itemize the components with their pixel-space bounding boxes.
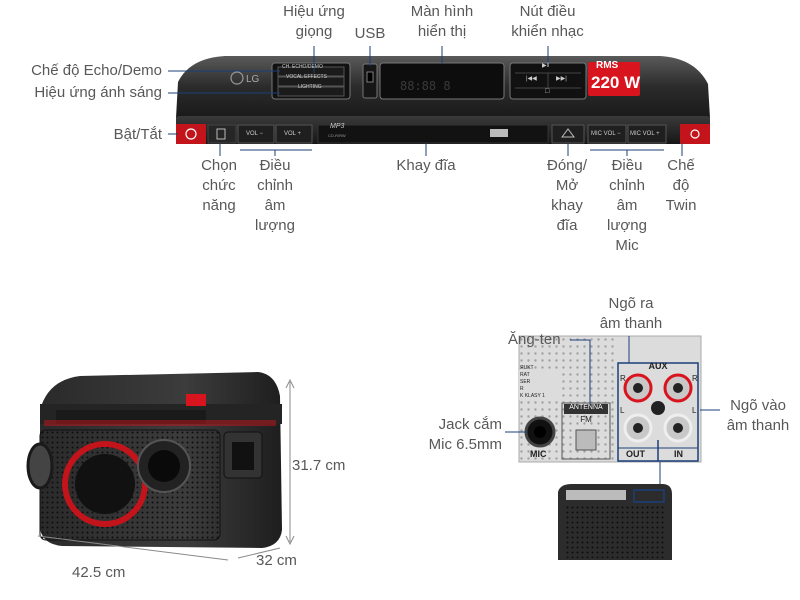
panel-mic-text: MIC	[530, 449, 547, 459]
rca-out-l[interactable]	[623, 413, 653, 443]
panel-antenna-text: ANTENNA	[569, 404, 603, 411]
mic-vol-minus-text: MIC VOL −	[591, 131, 621, 137]
mic-icon	[690, 129, 700, 139]
antenna-frame	[561, 402, 611, 460]
rear-panel	[518, 335, 702, 463]
brand-logo: LG	[246, 74, 260, 85]
dimension-width: 42.5 cm	[72, 564, 126, 581]
power-icon	[185, 128, 197, 140]
rms-label: RMS	[596, 60, 619, 71]
rca-in-l[interactable]	[663, 413, 693, 443]
function-icon	[216, 128, 226, 140]
rca-out-r[interactable]	[623, 373, 653, 403]
callout-usb: USB	[354, 25, 386, 42]
panel-r-out: R	[620, 374, 626, 383]
dimension-depth: 32 cm	[256, 552, 297, 569]
dimension-lines	[37, 378, 295, 561]
vol-plus-button[interactable]	[275, 124, 313, 144]
panel-r-in: R	[692, 374, 698, 383]
ground-screw	[651, 401, 665, 415]
fm-antenna-jack[interactable]	[575, 429, 597, 451]
lighting-text: LIGHTING	[298, 84, 322, 90]
ctrl-stop-text: □	[545, 88, 550, 95]
callout-lines-top	[168, 46, 683, 156]
twin-button[interactable]	[680, 124, 710, 144]
vocal-effects-button[interactable]	[277, 76, 345, 87]
panel-in-text: IN	[674, 449, 683, 459]
mp3-badge: MP3	[330, 123, 345, 130]
callout-lighting: Hiệu ứng ánh sáng	[34, 84, 162, 101]
top-panel: 88:88 8	[176, 56, 710, 144]
function-button[interactable]	[207, 124, 237, 144]
disc-tray[interactable]	[317, 124, 549, 144]
callout-antenna: Ăng-ten	[508, 331, 561, 348]
speaker-box	[26, 372, 282, 548]
callout-power: Bật/Tắt	[113, 126, 162, 143]
eject-button[interactable]	[551, 124, 585, 144]
rear-unit-thumbnail	[558, 484, 672, 560]
ctrl-prev-text: |◀◀	[526, 76, 537, 82]
ctrl-next-text: ▶▶|	[556, 76, 567, 82]
vol-minus-text: VOL −	[246, 131, 263, 137]
rms-badge	[588, 62, 640, 96]
mp3-cd-logo	[490, 129, 508, 137]
vocal-effects-text: VOCAL EFFECTS	[286, 74, 327, 80]
callout-disc-tray: Khay đĩa	[396, 157, 456, 174]
mic-vol-minus-button[interactable]	[587, 124, 627, 144]
side-port-left	[26, 442, 54, 490]
rms-power-value: 220 W	[591, 73, 641, 92]
panel-l-in: L	[692, 406, 697, 415]
vol-plus-text: VOL +	[284, 131, 301, 137]
lighting-button[interactable]	[277, 86, 345, 97]
usb-slot	[366, 71, 374, 83]
panel-l-out: L	[620, 406, 625, 415]
speaker-rms-badge	[186, 394, 206, 406]
dimension-height: 31.7 cm	[292, 457, 346, 474]
mic-vol-plus-text: MIC VOL +	[630, 131, 660, 137]
mp3-subtext: CD-R/RW	[328, 133, 346, 138]
panel-aux-text: AUX	[648, 361, 668, 371]
panel-fm-text: FM	[580, 415, 592, 424]
panel-out-text: OUT	[626, 449, 645, 459]
echo-demo-text: CH. ECHO/DEMO	[282, 64, 323, 70]
ctrl-play-text: ▶‖	[542, 63, 550, 69]
lg-logo-icon	[230, 71, 244, 85]
mic-vol-plus-button[interactable]	[627, 124, 667, 144]
display-glyphs: 88:88 8	[400, 79, 451, 93]
vol-minus-button[interactable]	[237, 124, 275, 144]
rca-in-r[interactable]	[663, 373, 693, 403]
callout-echo-demo: Chế độ Echo/Demo	[31, 62, 162, 79]
woofer-icon	[75, 454, 135, 514]
eject-icon	[561, 128, 575, 138]
power-button[interactable]	[176, 124, 206, 144]
